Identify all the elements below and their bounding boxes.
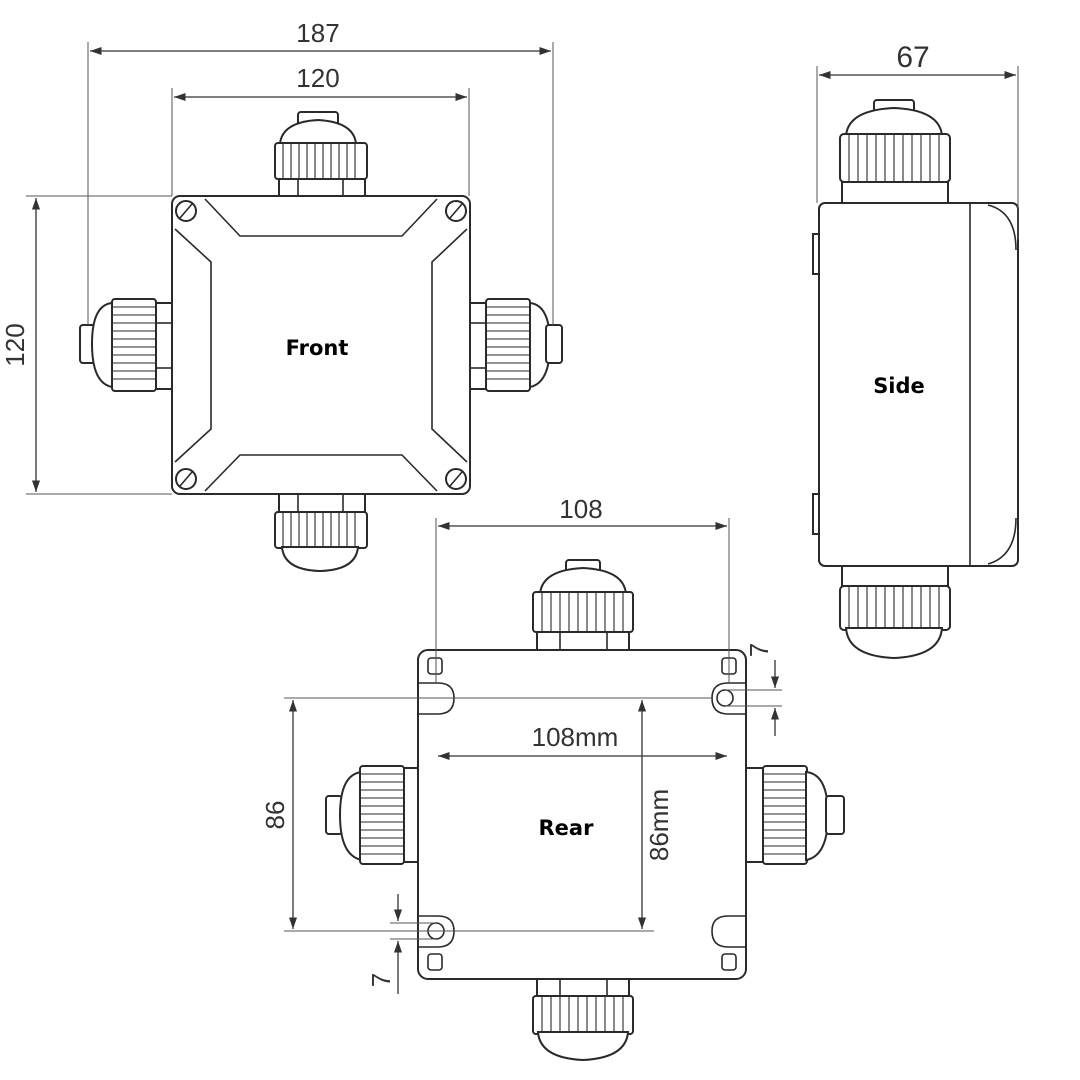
front-right-gland (469, 298, 563, 392)
side-view: Side (812, 99, 1019, 660)
front-screw-top-left (175, 200, 197, 222)
front-body (171, 195, 471, 495)
front-lid-bevel (174, 198, 468, 492)
rear-mounting-slot-bottom-right (711, 915, 746, 948)
front-screw-bottom-left (175, 468, 197, 490)
side-dimension-67: 67 (816, 41, 1019, 240)
rear-dimension-7-top: 7 (725, 643, 782, 736)
front-dimension-120-vertical: 120 (0, 195, 172, 495)
rear-dimension-7-bottom: 7 (366, 894, 436, 994)
rear-top-gland (532, 559, 634, 651)
rear-bottom-gland (532, 978, 634, 1062)
rear-left-gland (325, 765, 421, 865)
dimension-187-label: 187 (296, 18, 339, 48)
front-top-gland (274, 111, 368, 198)
front-dimension-120-horizontal: 120 (171, 63, 470, 196)
side-top-gland (839, 99, 951, 204)
dimension-108mm-label: 108mm (532, 722, 619, 752)
rear-body (417, 649, 747, 980)
rear-dimension-108: 108 (435, 494, 730, 683)
dimension-7-top-label: 7 (744, 643, 774, 657)
rear-view: Rear (325, 559, 845, 1062)
rear-view-label: Rear (539, 816, 595, 840)
dimension-120-vertical-label: 120 (0, 323, 30, 366)
rear-right-gland (744, 765, 845, 865)
dimension-86-label: 86 (260, 801, 290, 830)
front-left-gland (79, 298, 173, 392)
dimension-67-label: 67 (896, 41, 929, 74)
side-body (818, 202, 1019, 567)
front-screw-bottom-right (445, 468, 467, 490)
rear-dimension-86: 86 (260, 697, 712, 932)
side-view-label: Side (873, 374, 925, 398)
dimension-7-bottom-label: 7 (366, 973, 396, 987)
front-screw-top-right (445, 200, 467, 222)
front-view: Front (79, 111, 563, 573)
rear-dimension-86mm: 86mm (637, 700, 674, 929)
front-view-label: Front (286, 336, 349, 360)
dimension-86mm-label: 86mm (644, 789, 674, 861)
rear-dimension-108mm: 108mm (438, 722, 727, 761)
dimension-120-horizontal-label: 120 (296, 63, 339, 93)
front-dimension-187: 187 (87, 18, 554, 325)
dimension-108-label: 108 (559, 494, 602, 524)
side-bottom-gland (839, 565, 951, 660)
front-bottom-gland (274, 493, 368, 573)
